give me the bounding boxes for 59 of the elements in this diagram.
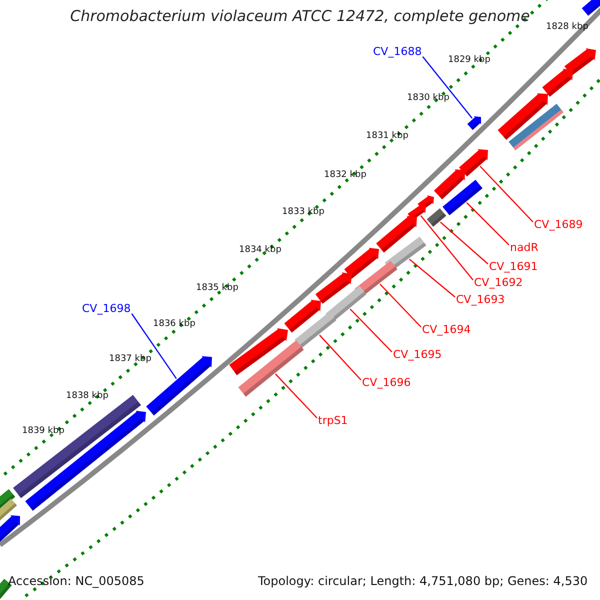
gene-block (459, 149, 488, 176)
leader-line (350, 308, 392, 352)
leader-line (274, 374, 318, 418)
gene-block (284, 300, 321, 333)
gene-label: CV_1698 (82, 303, 131, 316)
gene-bar (238, 340, 304, 397)
tick-label: 1833 kbp (282, 207, 324, 218)
tick-label: 1839 kbp (22, 426, 64, 436)
leader-line (380, 284, 422, 328)
tick-label: 1828 kbp (546, 22, 588, 32)
gene-bar (294, 312, 336, 348)
gene-block (542, 68, 573, 97)
gene-label: CV_1691 (489, 261, 538, 274)
gene-bar (326, 286, 366, 322)
gene-label: CV_1694 (422, 324, 471, 337)
gene-block (434, 169, 465, 200)
genome-info-text: Topology: circular; Length: 4,751,080 bp; Genes: 4,530 (258, 575, 588, 589)
gene-bar (0, 498, 17, 522)
leader-line (422, 56, 473, 119)
tick-label: 1836 kbp (153, 319, 196, 330)
gene-label: CV_1695 (393, 349, 442, 362)
tick-label: 1829 kbp (448, 55, 490, 66)
gene-label: CV_1692 (474, 277, 523, 290)
gene-block (376, 216, 417, 253)
gene-block (0, 515, 20, 544)
tick-label: 1838 kbp (66, 391, 108, 402)
gene-label: trpS1 (318, 415, 348, 428)
gene-bar (442, 180, 482, 216)
gene-bar (426, 208, 446, 227)
gene-block (582, 0, 600, 16)
tick-label: 1834 kbp (239, 245, 282, 256)
gene-block (229, 328, 288, 376)
accession-text: Accession: NC_005085 (8, 575, 144, 589)
leader-line (131, 313, 177, 380)
map-title: Chromobacterium violaceum ATCC 12472, complete genome (69, 8, 531, 26)
gene-bar (508, 104, 564, 150)
gene-label: CV_1689 (534, 219, 583, 232)
leader-line (319, 334, 362, 380)
tick-label: 1837 kbp (109, 354, 152, 364)
gene-label: nadR (510, 242, 538, 255)
tick-label: 1830 kbp (407, 93, 450, 104)
gene-block (564, 48, 596, 76)
tick-label: 1831 kbp (366, 131, 408, 142)
gene-block (498, 93, 548, 140)
gene-block (315, 272, 352, 304)
leader-line (420, 215, 474, 280)
gene-label: CV_1696 (362, 377, 411, 390)
gene-bar (0, 489, 16, 510)
leader-line (440, 222, 488, 264)
leader-line (480, 166, 534, 222)
tick-label: 1832 kbp (324, 170, 366, 180)
gene-label: CV_1693 (456, 294, 505, 307)
tick-label: 1835 kbp (196, 283, 238, 294)
gene-block (25, 410, 146, 511)
leader-line (409, 258, 456, 298)
gene-block (344, 248, 379, 279)
gene-block (467, 116, 482, 130)
leader-line (466, 202, 510, 246)
gene-label: CV_1688 (373, 46, 422, 59)
